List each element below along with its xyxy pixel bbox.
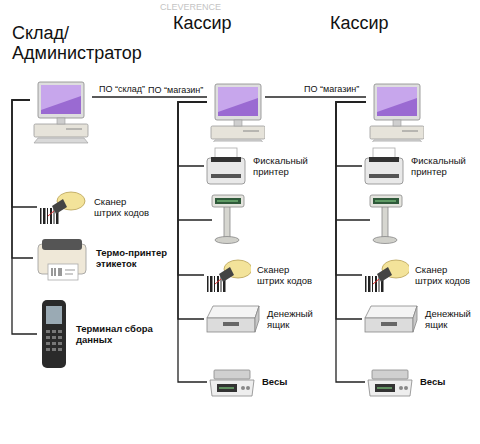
device-label: Фискальный принтер	[253, 155, 315, 178]
device-label: Фискальный принтер	[411, 155, 473, 178]
pc-icon	[207, 82, 265, 142]
fprinter-icon	[205, 146, 247, 186]
scale-icon	[366, 366, 414, 398]
device-node: Денежный ящик	[205, 302, 321, 336]
device-node: Денежный ящик	[363, 302, 479, 336]
device-label: Весы	[262, 376, 302, 387]
scanner-icon	[205, 256, 251, 294]
computer-node: Кассир	[366, 82, 424, 142]
connector-line	[336, 102, 366, 275]
connector-line	[12, 100, 37, 207]
device-node: Сканер штрих кодов	[205, 256, 317, 294]
device-node: Весы	[208, 366, 302, 398]
device-node: Фискальный принтер	[363, 146, 473, 186]
node-heading: Склад/ Администратор	[12, 23, 152, 64]
drawer-icon	[205, 302, 261, 336]
pc-icon	[366, 82, 424, 142]
device-node: Сканер штрих кодов	[363, 256, 475, 294]
node-heading: Кассир	[173, 13, 253, 34]
pc-icon	[30, 80, 92, 144]
lprinter-icon	[34, 234, 90, 282]
edge-label: ПО “склад”	[98, 85, 146, 95]
device-node: Терминал сбора данных	[38, 298, 160, 370]
connector-line	[178, 102, 207, 319]
device-node: Весы	[366, 366, 460, 398]
device-label: Денежный ящик	[425, 308, 479, 331]
edge-label: ПО “магазин”	[303, 85, 360, 95]
connector-line	[12, 100, 37, 334]
node-heading: Кассир	[330, 13, 410, 34]
connector-line	[178, 102, 207, 275]
connector-line	[336, 102, 366, 319]
scale-icon	[208, 366, 256, 398]
device-label: Сканер штрих кодов	[415, 264, 475, 287]
device-label: Денежный ящик	[267, 308, 321, 331]
computer-node: Кассир	[207, 82, 265, 142]
connector-line	[178, 102, 207, 382]
drawer-icon	[363, 302, 419, 336]
connector-line	[336, 102, 366, 382]
device-node: Сканер штрих кодов	[38, 188, 154, 226]
connector-line	[92, 96, 207, 97]
device-label: Терминал сбора данных	[76, 323, 160, 346]
software-label: ПО “магазин”	[148, 85, 203, 95]
connector-line	[265, 96, 366, 97]
device-label: Термо-принтер этикеток	[96, 247, 176, 270]
connector-line	[178, 102, 207, 166]
terminal-icon	[38, 298, 70, 370]
fprinter-icon	[363, 146, 405, 186]
device-node: Фискальный принтер	[205, 146, 315, 186]
connector-line	[336, 102, 366, 166]
computer-node: Склад/ Администратор	[30, 80, 92, 144]
customer-display	[178, 195, 244, 244]
device-node: Термо-принтер этикеток	[34, 234, 176, 282]
scanner-icon	[363, 256, 409, 294]
customer-display	[336, 195, 402, 244]
device-label: Сканер штрих кодов	[257, 264, 317, 287]
device-label: Сканер штрих кодов	[94, 196, 154, 219]
watermark: CLEVERENCE	[160, 2, 221, 12]
device-label: Весы	[420, 376, 460, 387]
scanner-icon	[38, 188, 88, 226]
connector-line	[12, 100, 33, 258]
